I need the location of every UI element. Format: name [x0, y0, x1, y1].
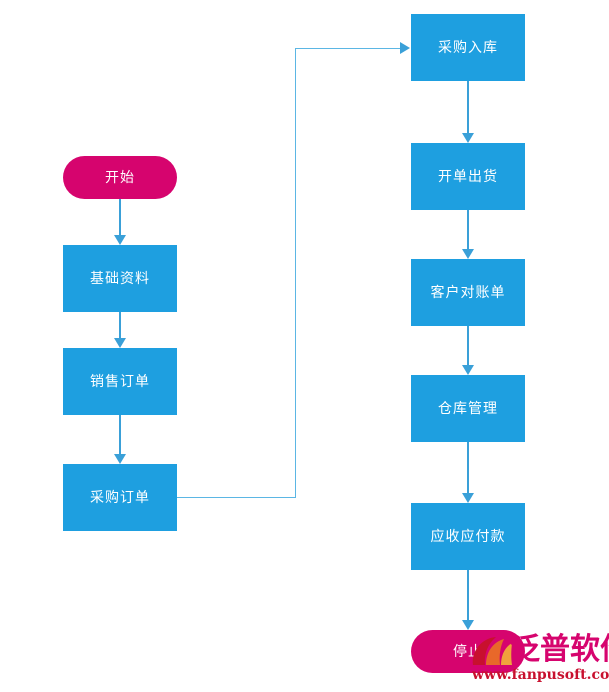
node-start-label: 开始 — [105, 169, 135, 186]
edge-start-to-basic-data — [119, 199, 121, 235]
node-basic-data-label: 基础资料 — [90, 270, 150, 287]
node-warehouse[interactable]: 仓库管理 — [411, 375, 525, 442]
node-sales-order[interactable]: 销售订单 — [63, 348, 177, 415]
edge-purchase-in-to-invoice-ship-arrow-icon — [462, 133, 474, 143]
edge-basic-data-to-sales-order — [119, 312, 121, 338]
node-customer-statement-label: 客户对账单 — [430, 284, 506, 301]
edge-purchase-order-to-purchase-in-arrow-icon — [400, 42, 410, 54]
edge-warehouse-to-receivable-payable-arrow-icon — [462, 493, 474, 503]
node-warehouse-label: 仓库管理 — [438, 400, 498, 417]
node-stop[interactable]: 停止 — [411, 630, 525, 673]
node-start[interactable]: 开始 — [63, 156, 177, 199]
edge-purchase-order-to-purchase-in-segment-right — [177, 497, 296, 498]
edge-purchase-in-to-invoice-ship — [467, 81, 469, 133]
edge-purchase-order-to-purchase-in-segment-up — [295, 48, 296, 498]
node-purchase-in[interactable]: 采购入库 — [411, 14, 525, 81]
edge-warehouse-to-receivable-payable — [467, 442, 469, 493]
node-purchase-in-label: 采购入库 — [438, 39, 498, 56]
node-receivable-payable[interactable]: 应收应付款 — [411, 503, 525, 570]
edge-start-to-basic-data-arrow-icon — [114, 235, 126, 245]
edge-invoice-ship-to-customer-statement-arrow-icon — [462, 249, 474, 259]
edge-customer-statement-to-warehouse-arrow-icon — [462, 365, 474, 375]
edge-customer-statement-to-warehouse — [467, 326, 469, 365]
node-purchase-order[interactable]: 采购订单 — [63, 464, 177, 531]
node-customer-statement[interactable]: 客户对账单 — [411, 259, 525, 326]
edge-invoice-ship-to-customer-statement — [467, 210, 469, 249]
edge-receivable-payable-to-stop — [467, 570, 469, 620]
node-receivable-payable-label: 应收应付款 — [430, 528, 506, 545]
node-purchase-order-label: 采购订单 — [90, 489, 150, 506]
node-invoice-ship[interactable]: 开单出货 — [411, 143, 525, 210]
node-invoice-ship-label: 开单出货 — [438, 168, 498, 185]
node-basic-data[interactable]: 基础资料 — [63, 245, 177, 312]
edge-sales-order-to-purchase-order-arrow-icon — [114, 454, 126, 464]
edge-sales-order-to-purchase-order — [119, 415, 121, 454]
node-sales-order-label: 销售订单 — [90, 373, 150, 390]
edge-receivable-payable-to-stop-arrow-icon — [462, 620, 474, 630]
node-stop-label: 停止 — [453, 643, 483, 660]
edge-purchase-order-to-purchase-in-segment-into — [295, 48, 401, 49]
edge-basic-data-to-sales-order-arrow-icon — [114, 338, 126, 348]
